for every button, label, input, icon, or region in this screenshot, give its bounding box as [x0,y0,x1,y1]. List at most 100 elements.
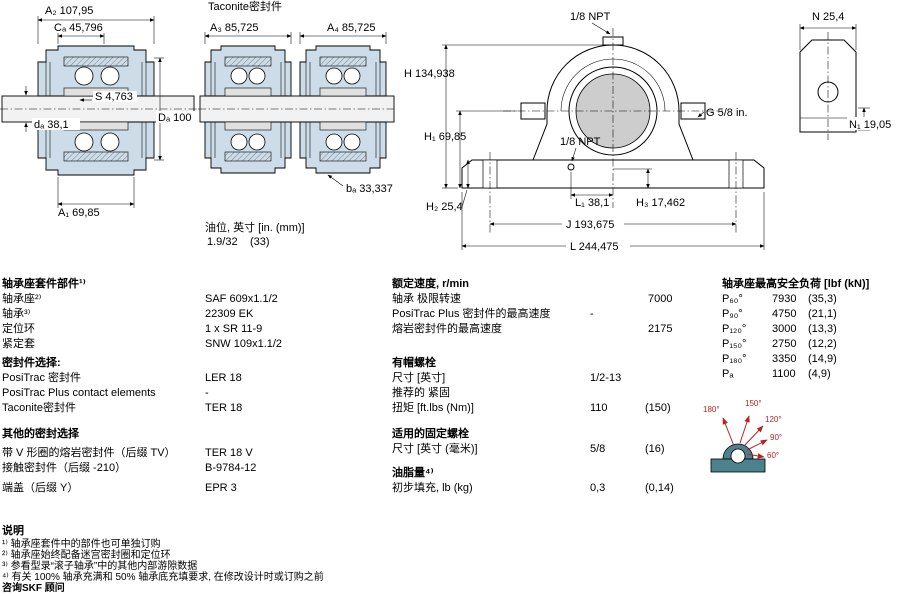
drawing-front-view: 1/8 NPT H 134,938 H₁ 69,85 1/8 NPT G 5/8… [404,11,765,253]
note-footer: 咨询SKF 顾问 [2,583,65,594]
row-positrac-plus-speed: PosiTrac Plus 密封件的最高速度 - [392,308,594,322]
npt-top-label: 1/8 NPT [570,11,611,23]
speeds-title: 额定速度, r/min [392,278,470,290]
row-positrac-plus-value: - [205,387,209,399]
row-positrac-plus-speed-label: PosiTrac Plus 密封件的最高速度 [392,308,551,320]
row-p180-label: P₁₈₀° [722,353,747,365]
row-positrac-seal-label: PosiTrac 密封件 [2,372,82,384]
taconite-title: Taconite密封件 [208,0,282,13]
roller [100,66,120,86]
row-taconite-seal-label: Taconite密封件 [2,402,76,414]
loads-title: 轴承座最高安全负荷 [lbf (kN)] [722,278,870,290]
row-p60: P₆₀° 7930 (35,3) [722,293,837,307]
row-adapter-sleeve-value: SNW 109x1.1/2 [205,338,283,350]
dim-h2-label: H₂ 25,4 [426,201,463,213]
drawing-shaft-section: A₂ 107,95 Cₐ 45,796 S 4,763 dₐ 38,1 A₁ 6… [0,5,197,219]
row-anchor-bolt-size-value: 5/8 [590,443,606,455]
dim-l1-label: L₁ 38,1 [575,197,609,209]
oil-level-label: 油位, 英寸 [in. (mm)] [205,220,305,234]
row-p150-label: P₁₅₀° [722,338,747,350]
row-contact-seal-label: 接触密封件（后缀 -210） [2,462,127,474]
row-p90-label: P₉₀° [722,308,743,320]
row-grease-initial-fill-label: 初步填充, lb (kg) [392,482,473,494]
row-p150-value2: (12,2) [808,338,837,350]
grease-title: 油脂量⁴⁾ [392,467,434,479]
row-grease-initial-fill: 初步填充, lb (kg) 0,3 (0,14) [392,482,674,496]
row-grease-initial-fill-value2: (0,14) [645,482,674,494]
row-pa-label: Pₐ [722,368,734,380]
other-seals-title: 其他的密封选择 [2,428,79,440]
dim-a2-label: A₂ 107,95 [45,5,93,17]
angle-60-label: 60° [767,451,779,460]
dim-a3-label: A₃ 85,725 [210,22,259,34]
row-housing: 轴承座²⁾ SAF 609x1.1/2 [2,293,278,307]
row-torque-value2: (150) [645,402,671,414]
row-p90-value2: (21,1) [808,308,837,320]
row-taconite-speed-label: 熔岩密封件的最高速度 [392,323,502,335]
row-p150-value: 2750 [772,338,797,350]
row-positrac-seal-value: LER 18 [205,372,242,384]
row-positrac-seal: PosiTrac 密封件 LER 18 [2,372,242,386]
row-locating-ring-value: 1 x SR 11-9 [205,323,263,335]
row-p60-label: P₆₀° [722,293,743,305]
note-3: ³⁾ 参看型录“滚子轴承”中的其他内部游隙数据 [2,561,198,572]
row-housing-value: SAF 609x1.1/2 [205,293,278,305]
row-taconite-seal-value: TER 18 [205,402,243,414]
dim-l-label: L 244,475 [570,241,619,253]
dim-n-label: N 25,4 [812,11,844,23]
row-end-cover-value: EPR 3 [205,482,237,494]
row-end-cover-label: 端盖（后缀 Y） [2,482,79,494]
row-p60-value: 7930 [772,293,797,305]
row-torque-label: 扭矩 [ft.lbs (Nm)] [392,402,474,414]
row-positrac-plus-label: PosiTrac Plus contact elements [2,387,156,399]
row-p180-value: 3350 [772,353,797,365]
row-p120-value: 3000 [772,323,797,335]
oil-level-inches: 1.9/32 [207,236,238,248]
dim-ca-label: Cₐ 45,796 [54,22,103,34]
row-p120-label: P₁₂₀° [722,323,747,335]
dim-a4-label: A₄ 85,725 [327,22,376,34]
row-cap-bolt-size-label: 尺寸 [英寸] [392,372,446,384]
dim-n1-label: N₁ 19,05 [849,119,891,131]
row-taconite-speed-value: 2175 [648,323,673,335]
parts-section-title: 轴承座套件部件¹⁾ [2,278,86,290]
row-cap-bolt-size: 尺寸 [英寸] 1/2-13 [392,372,621,386]
row-p90: P₉₀° 4750 (21,1) [722,308,837,322]
row-adapter-sleeve: 紧定套 SNW 109x1.1/2 [2,338,282,352]
dim-da-seat-label: Dₐ 100 [158,112,191,124]
row-contact-seal: 接触密封件（后缀 -210） B-9784-12 [2,462,256,476]
row-anchor-bolt-size: 尺寸 [英寸 (毫米)] 5/8 (16) [392,443,665,457]
dim-da-shaft-label: dₐ 38,1 [34,119,69,131]
row-bearing-limit-speed-label: 轴承 极限转速 [392,293,462,305]
row-grease-initial-fill-value: 0,3 [590,482,606,494]
row-locating-ring: 定位环 1 x SR 11-9 [2,323,262,337]
technical-drawings: A₂ 107,95 Cₐ 45,796 S 4,763 dₐ 38,1 A₁ 6… [0,0,898,253]
row-anchor-bolt-size-label: 尺寸 [英寸 (毫米)] [392,443,478,455]
row-p90-value: 4750 [772,308,797,320]
row-p60-value2: (35,3) [808,293,837,305]
row-contact-seal-value: B-9784-12 [205,462,257,474]
row-bearing-limit-speed: 轴承 极限转速 7000 [392,293,672,307]
note-2: ²⁾ 轴承座始终配备迷宫密封圈和定位环 [2,550,171,561]
row-p120: P₁₂₀° 3000 (13,3) [722,323,837,337]
row-taconite-v-seal-value: TER 18 V [205,447,253,459]
seal-selection-title: 密封件选择: [2,357,61,369]
row-housing-label: 轴承座²⁾ [2,293,42,305]
npt-side-label: 1/8 NPT [560,136,601,148]
dim-ba-label: bₐ 33,337 [346,183,393,195]
dim-s-label: S 4,763 [95,91,133,103]
note-1: ¹⁾ 轴承座套件中的部件也可单独订购 [2,539,161,550]
row-anchor-bolt-size-value2: (16) [645,443,665,455]
row-taconite-v-seal: 带 V 形圈的熔岩密封件（后缀 TV） TER 18 V [2,447,253,461]
row-bearing-value: 22309 EK [205,308,254,320]
row-p120-value2: (13,3) [808,323,837,335]
notes-title: 说明 [2,525,24,537]
row-pa: Pₐ 1100 (4,9) [722,368,831,382]
dim-g-label: G 5/8 in. [706,107,748,119]
dim-j-label: J 193,675 [566,219,614,231]
dim-h-label: H 134,938 [404,68,455,80]
row-positrac-plus-speed-value: - [590,308,594,320]
row-pa-value: 1100 [772,368,796,380]
row-bearing-limit-speed-value: 7000 [648,293,673,305]
